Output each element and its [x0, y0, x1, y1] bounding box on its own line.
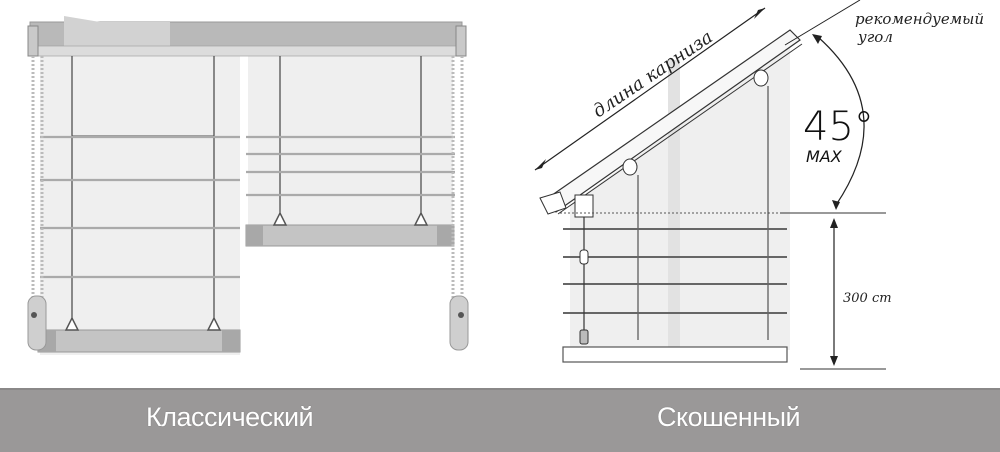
recommended-angle-label-line1: рекомендуемый [855, 10, 984, 28]
diagram-area: длина карниза рекомендуемый угол 45° MAX… [27, 0, 985, 370]
caption-classic: Классический [146, 402, 314, 432]
recommended-angle-label-line2: угол [857, 28, 893, 46]
angle-max-label: MAX [806, 147, 843, 166]
caption-slanted: Скошенный [657, 402, 801, 432]
slanted-blind-illustration: длина карниза рекомендуемый угол 45° MAX… [534, 0, 984, 370]
height-label: 300 cm [843, 291, 892, 306]
classic-blind-illustration [27, 16, 469, 355]
blinds-diagram-svg: длина карниза рекомендуемый угол 45° MAX… [27, 0, 984, 370]
caption-bar: Классический Скошенный [0, 388, 1000, 452]
angle-value: 45° [803, 104, 874, 150]
